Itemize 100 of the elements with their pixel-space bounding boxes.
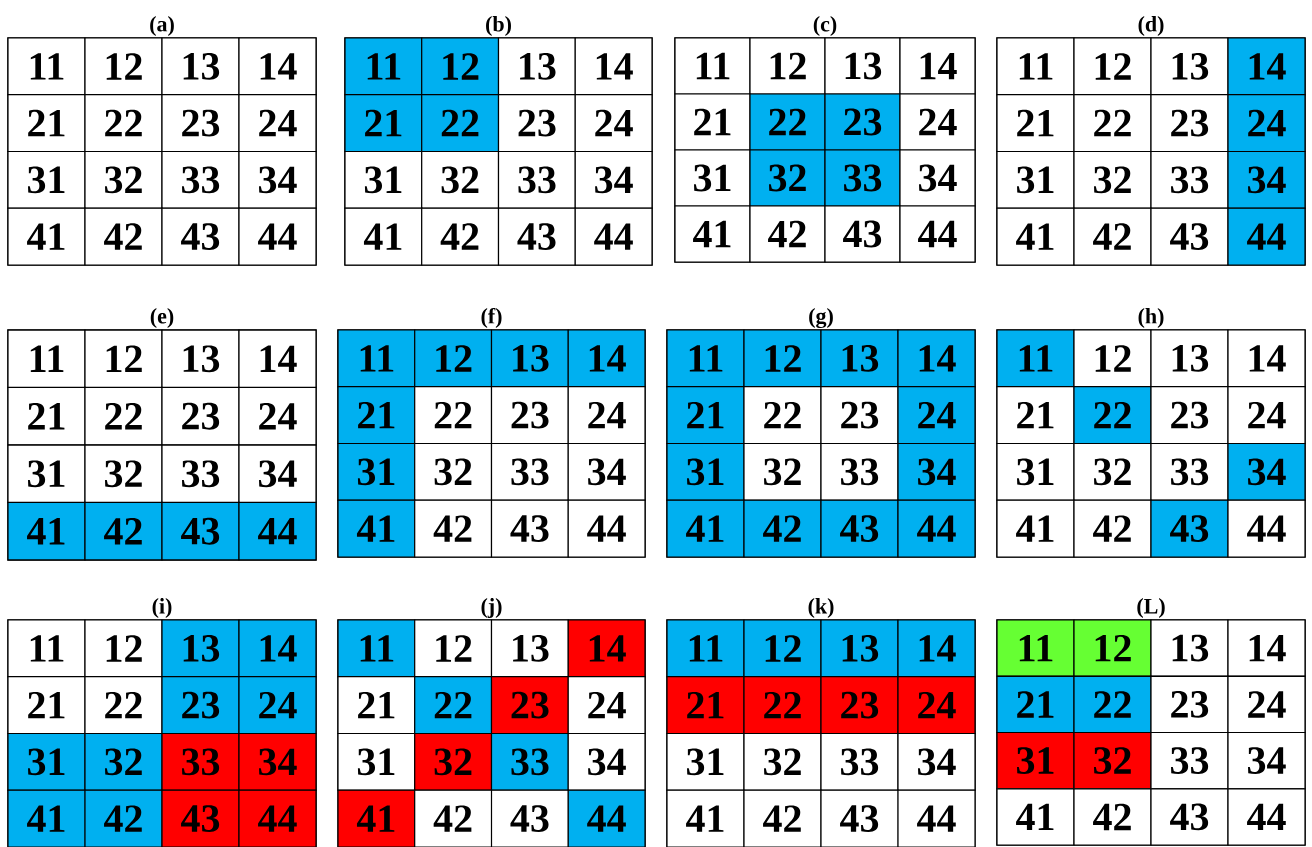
grid-cell: 12 <box>1073 619 1152 677</box>
grid-cell: 21 <box>7 94 86 153</box>
grid-cell: 31 <box>7 150 86 209</box>
grid-cell: 12 <box>749 37 826 95</box>
grid-cell: 43 <box>824 205 901 263</box>
grid-cell: 13 <box>1150 619 1229 677</box>
node-label: (i) <box>152 598 172 619</box>
grid-cell: 34 <box>574 150 653 209</box>
grid-cell: 44 <box>1227 788 1306 846</box>
grid-cell: 43 <box>820 499 899 558</box>
grid-cell: 14 <box>899 37 976 95</box>
grid-cell: 11 <box>7 619 86 678</box>
grid-cell: 42 <box>84 501 163 561</box>
grid-cell: 21 <box>344 94 423 153</box>
grid-cell: 22 <box>421 94 500 153</box>
grid-cell: 32 <box>84 444 163 504</box>
grid-cell: 43 <box>161 789 240 847</box>
grid-cell: 41 <box>666 499 745 558</box>
grid-cell: 43 <box>490 499 569 558</box>
grid-cell: 12 <box>414 619 493 678</box>
grid-cell: 44 <box>238 207 317 266</box>
grid-cell: 34 <box>897 732 976 791</box>
grid-cell: 33 <box>824 149 901 207</box>
grid-cell: 24 <box>567 676 646 735</box>
grid-cell: 13 <box>161 619 240 678</box>
grid-cell: 32 <box>414 732 493 791</box>
grid-cell: 33 <box>1150 442 1229 501</box>
grid-cell: 13 <box>820 619 899 678</box>
grid-cell: 24 <box>238 386 317 446</box>
grid-cell: 42 <box>749 205 826 263</box>
grid-cell: 33 <box>161 444 240 504</box>
grid-cell: 11 <box>674 37 751 95</box>
grid-cell: 14 <box>238 37 317 96</box>
grid-cell: 21 <box>666 676 745 735</box>
grid-cell: 41 <box>666 789 745 847</box>
node-label: (a) <box>150 16 174 37</box>
grid-cell: 34 <box>238 150 317 209</box>
grid-cell: 41 <box>996 207 1075 266</box>
grid-cell: 24 <box>1227 94 1306 153</box>
grid-cell: 32 <box>1073 442 1152 501</box>
grid-cell: 23 <box>820 386 899 445</box>
grid-cell: 41 <box>337 789 416 847</box>
grid-cell: 42 <box>84 207 163 266</box>
grid-cell: 32 <box>743 732 822 791</box>
grid-cell: 33 <box>490 732 569 791</box>
grid-cell: 22 <box>84 94 163 153</box>
grid-cell: 11 <box>337 329 416 388</box>
grid-cell: 23 <box>820 676 899 735</box>
grid-cell: 31 <box>337 442 416 501</box>
grid-cell: 12 <box>743 329 822 388</box>
grid-cell: 14 <box>567 619 646 678</box>
grid-cell: 21 <box>337 386 416 445</box>
grid-cell: 31 <box>337 732 416 791</box>
node-label: (L) <box>1137 598 1165 619</box>
grid-cell: 22 <box>1073 675 1152 734</box>
grid-cell: 43 <box>490 789 569 847</box>
grid-cell: 13 <box>820 329 899 388</box>
grid-cell: 12 <box>84 37 163 96</box>
grid-cell: 44 <box>899 205 976 263</box>
grid-cell: 22 <box>414 386 493 445</box>
grid-cell: 23 <box>161 386 240 446</box>
grid-cell: 32 <box>1073 150 1152 209</box>
grid-cell: 32 <box>749 149 826 207</box>
grid-cell: 24 <box>897 676 976 735</box>
grid-cell: 44 <box>574 207 653 266</box>
grid-cell: 23 <box>490 386 569 445</box>
grid-cell: 24 <box>238 676 317 735</box>
grid-cell: 14 <box>574 37 653 96</box>
grid-cell: 23 <box>161 94 240 153</box>
node-label: (j) <box>481 598 502 619</box>
grid-cell: 42 <box>1073 499 1152 558</box>
grid-cell: 44 <box>238 789 317 847</box>
node-label: (b) <box>486 16 511 37</box>
grid-cell: 12 <box>1073 329 1152 388</box>
grid-cell: 22 <box>84 676 163 735</box>
grid-cell: 41 <box>996 499 1075 558</box>
grid-cell: 33 <box>161 732 240 791</box>
grid-cell: 22 <box>414 676 493 735</box>
grid-cell: 44 <box>897 789 976 847</box>
grid-cell: 43 <box>820 789 899 847</box>
grid-cell: 44 <box>567 499 646 558</box>
grid-cell: 44 <box>1227 499 1306 558</box>
grid-cell: 42 <box>414 499 493 558</box>
grid-cell: 14 <box>1227 619 1306 677</box>
grid-cell: 21 <box>337 676 416 735</box>
grid-cell: 44 <box>1227 207 1306 266</box>
grid-cell: 22 <box>743 386 822 445</box>
grid-cell: 13 <box>161 329 240 389</box>
grid-cell: 23 <box>1150 94 1229 153</box>
grid-cell: 12 <box>743 619 822 678</box>
grid-cell: 12 <box>84 329 163 389</box>
grid-cell: 42 <box>84 789 163 847</box>
grid-cell: 43 <box>1150 499 1229 558</box>
grid-cell: 31 <box>674 149 751 207</box>
grid-cell: 31 <box>344 150 423 209</box>
node-label: (h) <box>1138 308 1164 329</box>
grid-cell: 13 <box>824 37 901 95</box>
grid-cell: 24 <box>238 94 317 153</box>
grid-cell: 42 <box>743 789 822 847</box>
grid-cell: 33 <box>490 442 569 501</box>
